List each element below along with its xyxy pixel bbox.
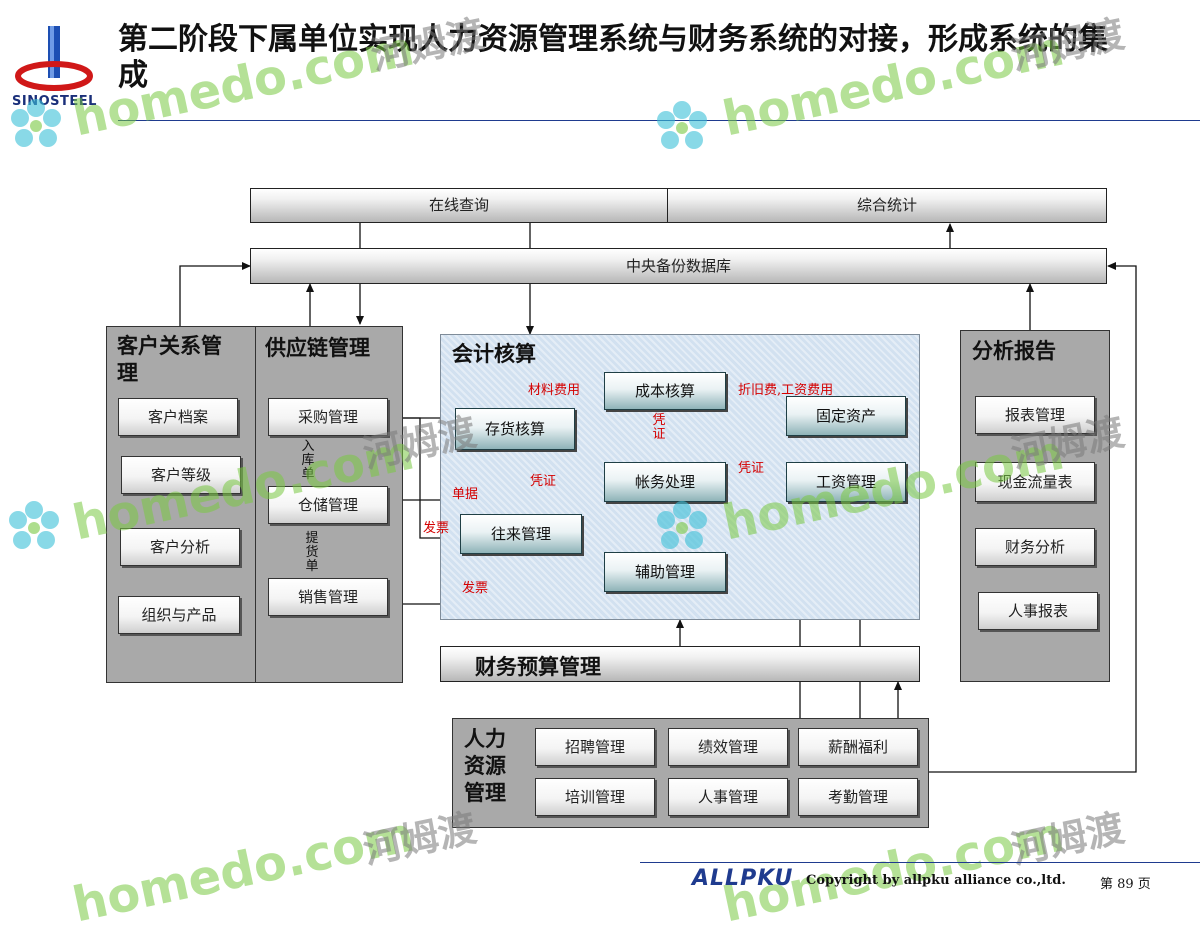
footer-divider xyxy=(640,862,1200,863)
flower-icon xyxy=(657,101,707,149)
analysis-item-cashflow[interactable]: 现金流量表 xyxy=(975,462,1095,502)
label-voucher-right: 凭证 xyxy=(738,461,765,476)
acct-aux[interactable]: 辅助管理 xyxy=(604,552,726,592)
hr-item-performance[interactable]: 绩效管理 xyxy=(668,728,788,766)
budget-bar[interactable]: 财务预算管理 xyxy=(440,646,920,682)
hr-item-training[interactable]: 培训管理 xyxy=(535,778,655,816)
crm-title: 客户关系管理 xyxy=(117,334,222,385)
acct-inventory[interactable]: 存货核算 xyxy=(455,408,575,450)
allpku-logo: ALLPKU xyxy=(692,866,794,891)
label-voucher-vertical: 凭证 xyxy=(652,413,666,442)
crm-item-org-product[interactable]: 组织与产品 xyxy=(118,596,240,634)
acct-cost[interactable]: 成本核算 xyxy=(604,372,726,410)
label-voucher-mid: 凭证 xyxy=(530,474,557,489)
crm-item-customer-level[interactable]: 客户等级 xyxy=(121,456,241,494)
hr-item-personnel[interactable]: 人事管理 xyxy=(668,778,788,816)
copyright-text: Copyright by allpku alliance co.,ltd. xyxy=(806,873,1066,888)
scm-item-warehouse[interactable]: 仓储管理 xyxy=(268,486,388,524)
analysis-item-hr-report[interactable]: 人事报表 xyxy=(978,592,1098,630)
central-db-bar[interactable]: 中央备份数据库 xyxy=(250,248,1107,284)
hr-title: 人力资源管理 xyxy=(464,727,506,805)
page-title: 第二阶段下属单位实现人力资源管理系统与财务系统的对接，形成系统的集成 xyxy=(118,22,1108,93)
scm-title: 供应链管理 xyxy=(265,336,370,360)
budget-label: 财务预算管理 xyxy=(475,655,601,679)
crm-item-customer-analysis[interactable]: 客户分析 xyxy=(120,528,240,566)
label-material-cost: 材料费用 xyxy=(528,383,581,398)
analysis-item-financial[interactable]: 财务分析 xyxy=(975,528,1095,566)
online-query-bar[interactable]: 在线查询 xyxy=(250,188,668,223)
scm-item-sales[interactable]: 销售管理 xyxy=(268,578,388,616)
analysis-title: 分析报告 xyxy=(972,339,1056,363)
flower-icon xyxy=(9,501,59,549)
sinosteel-logo xyxy=(14,24,94,94)
label-invoice-2: 发票 xyxy=(462,581,489,596)
acct-ar-ap[interactable]: 往来管理 xyxy=(460,514,582,554)
page-number: 第 89 页 xyxy=(1100,877,1151,892)
flower-icon xyxy=(657,501,707,549)
hr-item-attendance[interactable]: 考勤管理 xyxy=(798,778,918,816)
stats-bar[interactable]: 综合统计 xyxy=(667,188,1107,223)
hr-item-recruit[interactable]: 招聘管理 xyxy=(535,728,655,766)
analysis-item-reports[interactable]: 报表管理 xyxy=(975,396,1095,434)
label-pickup: 提货单 xyxy=(305,531,319,574)
crm-item-customer-file[interactable]: 客户档案 xyxy=(118,398,238,436)
label-invoice-1: 发票 xyxy=(423,521,450,536)
label-inbound: 入库单 xyxy=(301,439,315,482)
label-depr-wage: 折旧费,工资费用 xyxy=(738,383,834,398)
hr-item-compensation[interactable]: 薪酬福利 xyxy=(798,728,918,766)
acct-fixed-assets[interactable]: 固定资产 xyxy=(786,396,906,436)
acct-ledger[interactable]: 帐务处理 xyxy=(604,462,726,502)
accounting-title: 会计核算 xyxy=(452,342,536,366)
acct-payroll[interactable]: 工资管理 xyxy=(786,462,906,502)
scm-item-purchase[interactable]: 采购管理 xyxy=(268,398,388,436)
flower-icon xyxy=(11,99,61,147)
label-receipt: 单据 xyxy=(452,487,479,502)
